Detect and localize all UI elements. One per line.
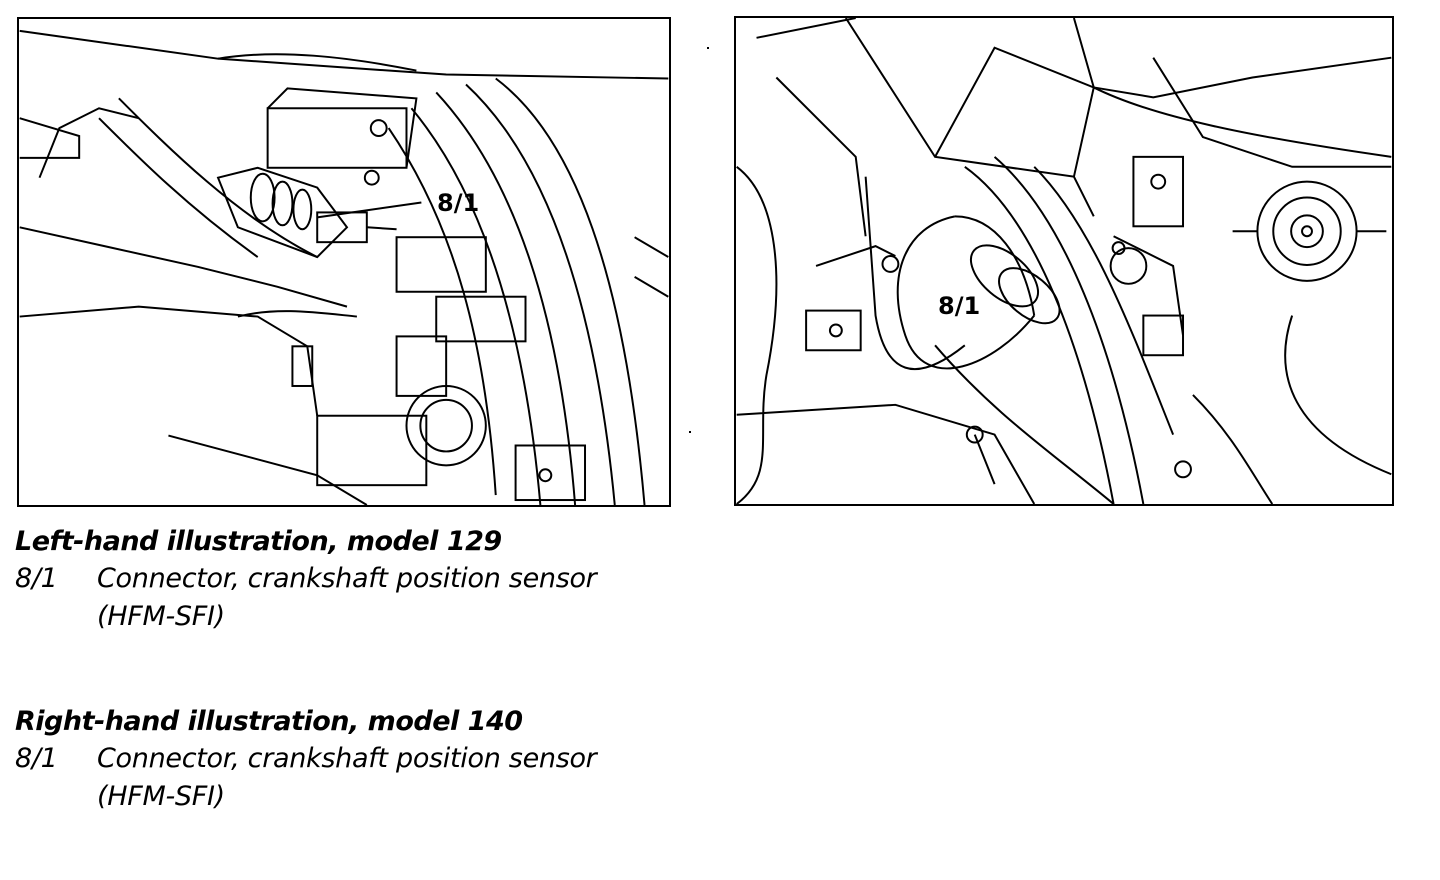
legend-line-1: Connector, crankshaft position sensor (97, 563, 597, 594)
legend-row: 8/1 Connector, crankshaft position senso… (15, 740, 775, 816)
caption-heading: Right-hand illustration, model 140 (15, 706, 523, 737)
callout-label-8-1: 8/1 (938, 292, 981, 320)
caption-left-model-129: Left-hand illustration, model 129 8/1 Co… (15, 524, 775, 636)
scan-speck (707, 47, 709, 49)
legend-description: Connector, crankshaft position sensor (H… (97, 560, 597, 636)
legend-code: 8/1 (15, 563, 58, 594)
legend-code: 8/1 (15, 743, 58, 774)
legend-description: Connector, crankshaft position sensor (H… (97, 740, 597, 816)
legend-row: 8/1 Connector, crankshaft position senso… (15, 560, 775, 636)
scan-speck (689, 431, 691, 433)
legend-line-2: (HFM-SFI) (97, 601, 225, 632)
caption-right-model-140: Right-hand illustration, model 140 8/1 C… (15, 704, 775, 816)
callout-label-8-1: 8/1 (437, 189, 480, 217)
legend-line-2: (HFM-SFI) (97, 781, 225, 812)
right-illustration-model-140: 8/1 (734, 16, 1394, 506)
legend-line-1: Connector, crankshaft position sensor (97, 743, 597, 774)
right-engine-line-drawing (736, 18, 1392, 504)
left-illustration-model-129: 8/1 (17, 17, 671, 507)
caption-heading: Left-hand illustration, model 129 (15, 526, 502, 557)
left-engine-line-drawing (19, 29, 669, 505)
